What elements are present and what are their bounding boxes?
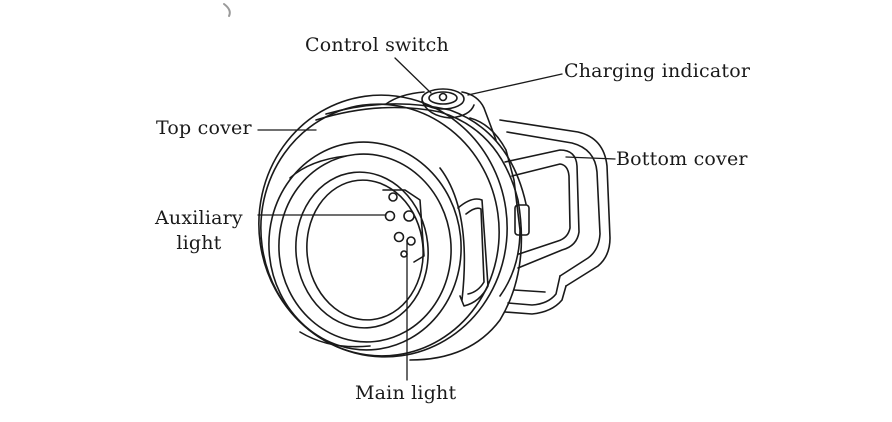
label-control-switch: Control switch	[305, 34, 449, 56]
rear-bracket	[499, 119, 611, 315]
label-auxiliary-line2: light	[176, 232, 222, 254]
leader-charging-indicator	[467, 73, 563, 96]
aux-led	[388, 192, 398, 202]
leader-lines	[257, 57, 616, 381]
leader-control-switch	[394, 57, 432, 94]
aux-led	[384, 210, 396, 222]
aux-led	[406, 236, 416, 246]
label-bottom-cover: Bottom cover	[616, 148, 748, 170]
label-auxiliary-line1: Auxiliary	[155, 207, 243, 229]
smudge-mark	[223, 3, 231, 17]
aux-led	[403, 210, 415, 222]
aux-led	[393, 231, 405, 243]
inner-bezel	[268, 141, 466, 351]
leader-bottom-cover	[565, 156, 616, 160]
label-charging-indicator: Charging indicator	[564, 60, 751, 82]
side-grip	[457, 198, 489, 307]
label-main-light: Main light	[355, 382, 457, 404]
aux-led	[400, 250, 408, 258]
label-auxiliary-light: Auxiliary light	[155, 206, 243, 256]
top-cover-rings	[258, 94, 527, 361]
auxiliary-led-cluster	[382, 189, 425, 263]
label-top-cover: Top cover	[156, 117, 252, 139]
